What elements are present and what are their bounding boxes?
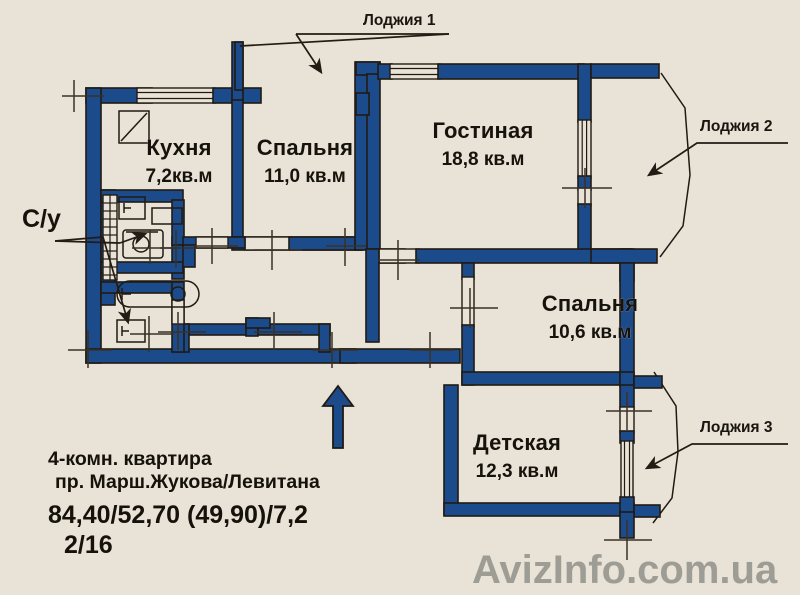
plumbing-fixtures: [116, 110, 200, 343]
room-label-living-room: Гостиная 18,8 кв.м: [393, 118, 573, 171]
room-label-bedroom-2: Спальня 10,6 кв.м: [500, 291, 680, 344]
callout-label-loggia-3: Лоджия 3: [700, 419, 773, 436]
callout-label-bathroom: С/у: [22, 205, 61, 233]
loggia-2-outline: [659, 72, 691, 258]
room-label-children-room: Детская 12,3 кв.м: [428, 430, 606, 483]
room-area: 7,2кв.м: [145, 166, 213, 187]
entrance-arrow: [321, 384, 355, 449]
room-area: 11,0 кв.м: [264, 166, 346, 187]
room-label-bedroom-1: Спальня 11,0 кв.м: [240, 135, 370, 188]
loggia-3-outline: [652, 371, 679, 524]
info-areas: 84,40/52,70 (49,90)/7,2: [48, 501, 308, 529]
room-area: 10,6 кв.м: [548, 322, 632, 343]
watermark: AvizInfo.com.ua: [472, 548, 778, 592]
callout-label-loggia-1: Лоджия 1: [363, 12, 436, 29]
apartment-info-block: 4-комн. квартира пр. Марш.Жукова/Левитан…: [48, 448, 320, 560]
room-name: Кухня: [146, 135, 212, 160]
radiator-grill: [102, 194, 118, 281]
room-name: Детская: [472, 430, 562, 455]
callout-label-loggia-2: Лоджия 2: [700, 118, 773, 135]
room-area: 12,3 кв.м: [475, 461, 559, 482]
dimension-ticks: [62, 80, 652, 560]
room-area: 18,8 кв.м: [441, 149, 525, 170]
room-name: Гостиная: [432, 118, 534, 143]
apartment-walls: [85, 41, 663, 539]
room-label-kitchen: Кухня 7,2кв.м: [118, 135, 240, 188]
info-floor: 2/16: [64, 530, 113, 559]
callout-leaders: [54, 33, 788, 470]
info-rooms-count: 4-комн. квартира: [48, 448, 212, 470]
info-address: пр. Марш.Жукова/Левитана: [55, 471, 320, 493]
room-name: Спальня: [256, 135, 354, 160]
room-name: Спальня: [541, 291, 639, 316]
